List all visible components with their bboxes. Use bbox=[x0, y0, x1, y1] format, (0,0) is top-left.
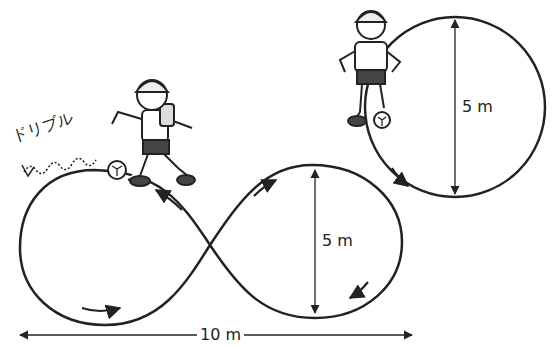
figure-eight-course bbox=[20, 165, 402, 325]
dimension-lines bbox=[20, 20, 455, 335]
dimension-label: 5 m bbox=[322, 232, 353, 250]
dribble-trail bbox=[24, 158, 96, 173]
dribble-arrowhead bbox=[22, 165, 34, 176]
child-on-circle bbox=[340, 11, 400, 128]
dimension-label: 10 m bbox=[197, 326, 244, 344]
child-dribbling bbox=[108, 80, 195, 186]
direction-arrows bbox=[82, 168, 408, 311]
circle-course bbox=[365, 17, 545, 197]
dribble-label: ドリブル bbox=[9, 109, 75, 146]
dimension-label: 5 m bbox=[462, 98, 493, 116]
